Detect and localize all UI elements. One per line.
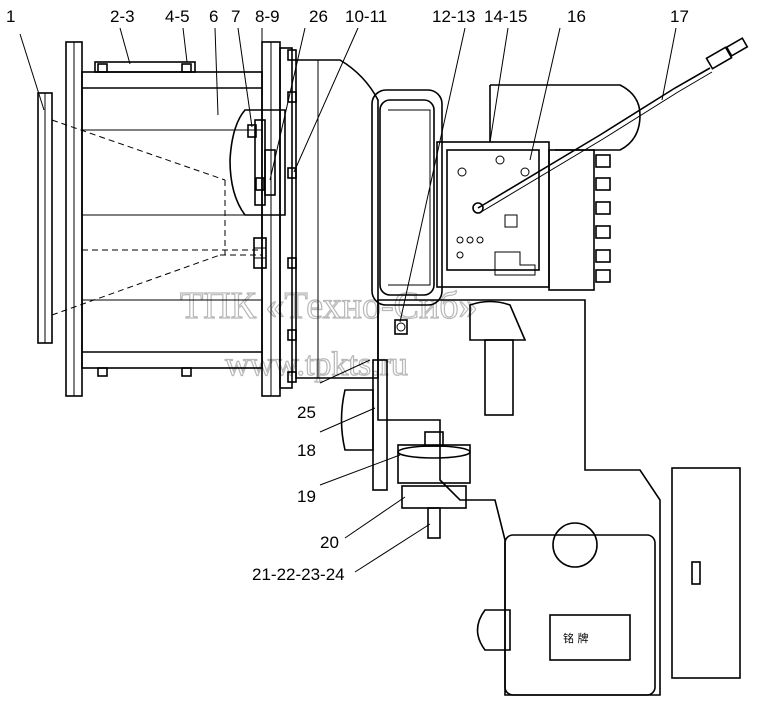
callout-4-5: 4-5 [165, 7, 190, 26]
mounting-frame [51, 41, 297, 397]
callout-25: 25 [297, 403, 316, 422]
callout-10-11: 10-11 [345, 7, 387, 26]
callout-12-13: 12-13 [432, 7, 475, 26]
callout-6: 6 [209, 7, 218, 26]
callout-2-3: 2-3 [110, 7, 135, 26]
callout-21-22-23-24: 21-22-23-24 [252, 565, 345, 584]
callout-26: 26 [309, 7, 328, 26]
callout-14-15: 14-15 [484, 7, 527, 26]
leader-lines [19, 27, 677, 573]
callout-labels: 1 2-3 4-5 6 7 8-9 26 10-11 12-13 14-15 1… [6, 7, 689, 584]
callout-18: 18 [297, 441, 316, 460]
watermark-company: ТПК «Техно-Сиб» [180, 285, 478, 327]
nameplate-caption: 铭 牌 [563, 631, 589, 645]
callout-8-9: 8-9 [255, 7, 280, 26]
callout-19: 19 [297, 487, 316, 506]
callout-7: 7 [231, 7, 240, 26]
callout-16: 16 [567, 7, 586, 26]
callout-17: 17 [670, 7, 689, 26]
callout-1: 1 [6, 7, 15, 26]
end-plate [37, 92, 53, 344]
callout-20: 20 [320, 533, 339, 552]
